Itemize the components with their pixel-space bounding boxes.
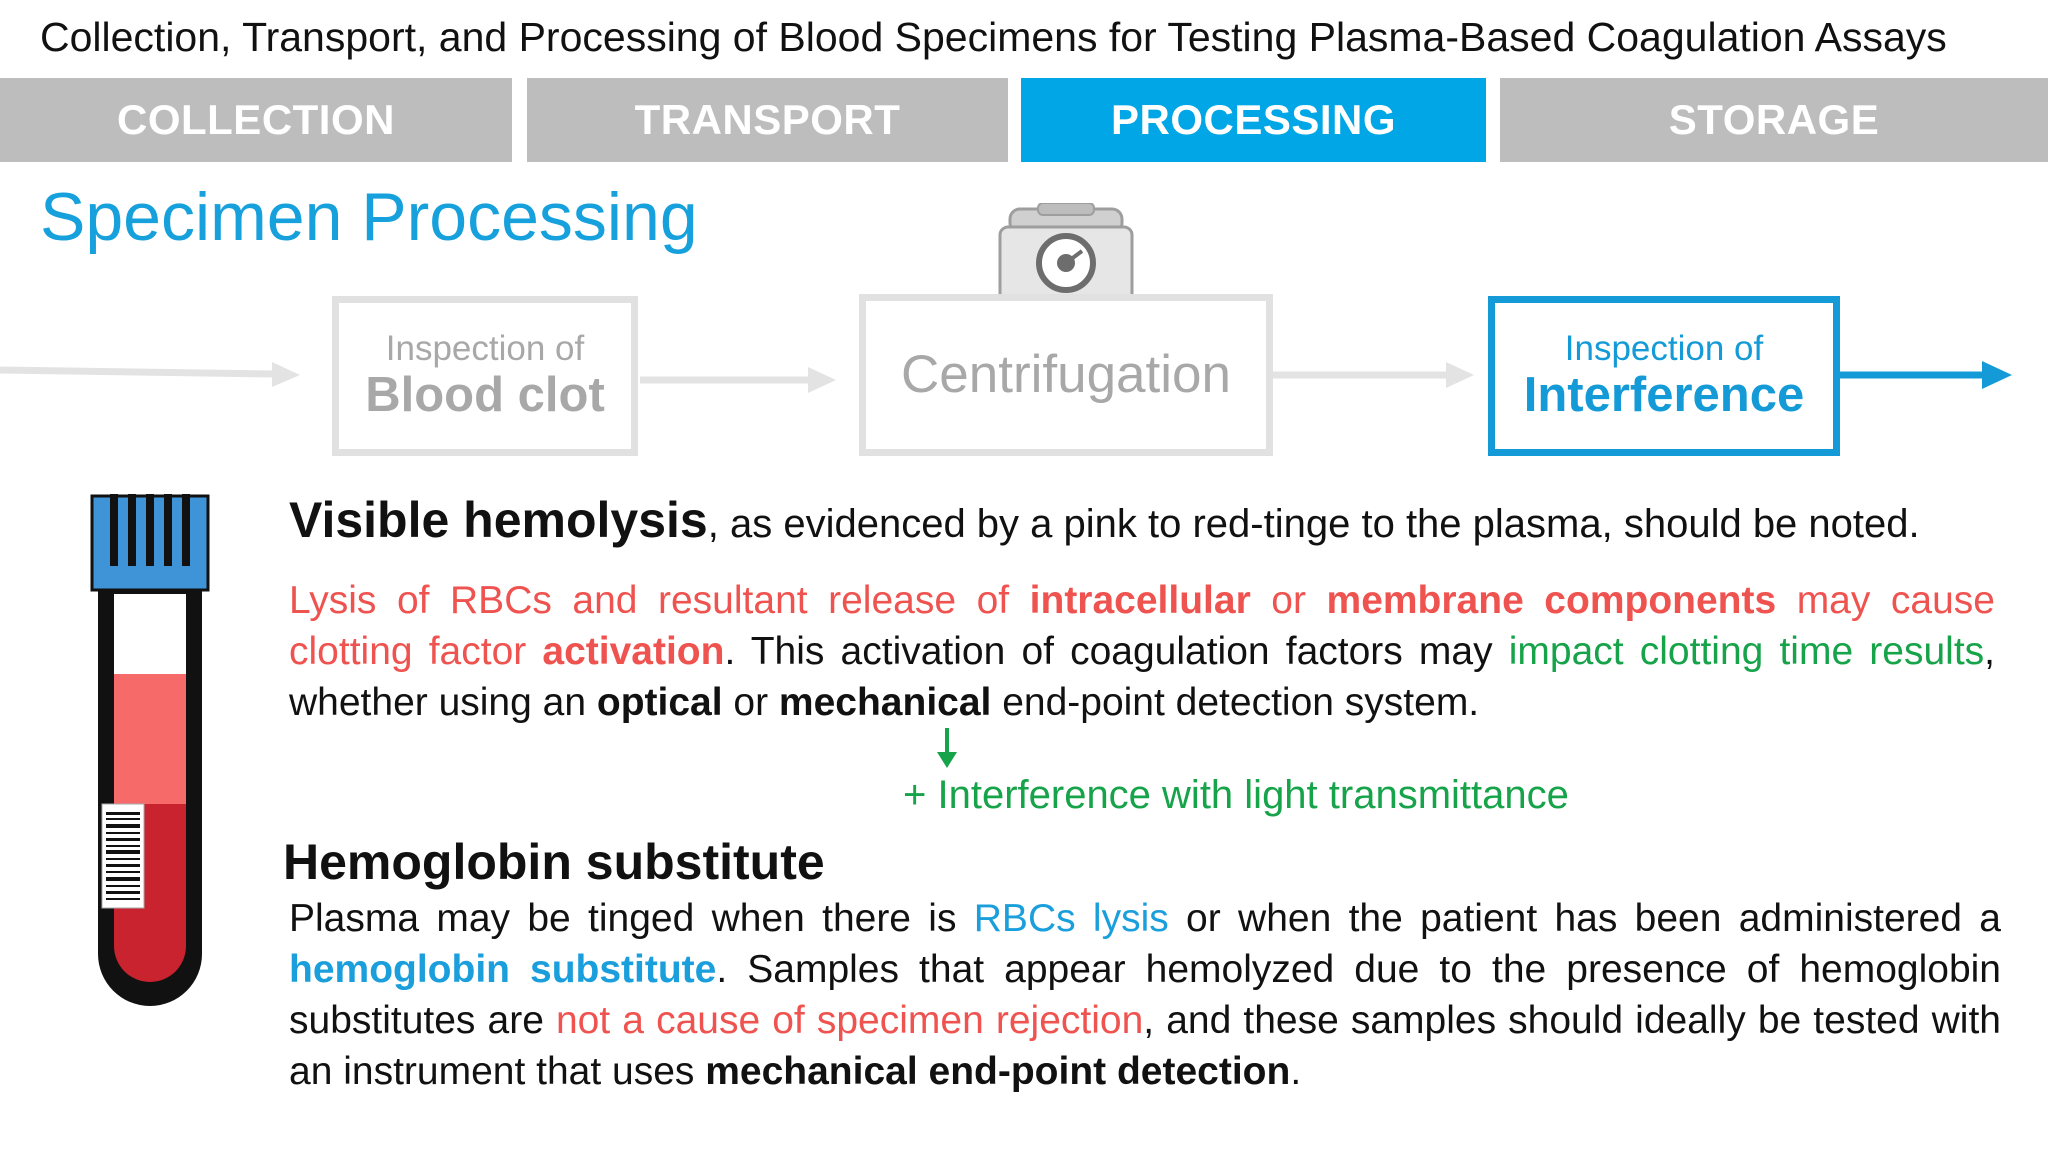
flow-step2-label: Centrifugation xyxy=(901,345,1231,404)
substitute-heading: Hemoglobin substitute xyxy=(283,834,825,890)
flow-step1-small-label: Inspection of xyxy=(385,329,585,368)
p1-impact-clotting: impact clotting time results xyxy=(1508,630,1985,673)
sub-mechanical-detection: mechanical end-point detection xyxy=(705,1050,1291,1093)
hemolysis-heading-rest: , as evidenced by a pink to red-tinge to… xyxy=(707,502,1920,546)
flow-step3-big-label: Interference xyxy=(1523,368,1805,422)
interference-note: + Interference with light transmittance xyxy=(903,773,1569,817)
section-title: Specimen Processing xyxy=(40,179,698,255)
p1-this-activation: . This activation of coagulation factors… xyxy=(724,630,1509,673)
p1-optical: optical xyxy=(596,681,723,724)
p1-mechanical: mechanical xyxy=(778,681,992,724)
arrow-step2-to-step3 xyxy=(1272,362,1474,388)
tab-processing[interactable]: PROCESSING xyxy=(1021,78,1486,162)
arrow-into-step1 xyxy=(0,362,300,387)
sub-period: . xyxy=(1290,1050,1302,1093)
p1-or-2: or xyxy=(722,681,779,724)
sub-rbcs-lysis: RBCs lysis xyxy=(973,897,1169,940)
p1-whether-using: , whether using an xyxy=(289,630,1995,724)
sub-hemoglobin-substitute: hemoglobin substitute xyxy=(289,948,717,991)
p1-lysis-text: Lysis of RBCs and resultant release of xyxy=(289,579,1030,622)
tab-collection[interactable]: COLLECTION xyxy=(0,78,512,162)
p1-membrane-components: membrane components xyxy=(1326,579,1777,622)
arrow-out-step3 xyxy=(1840,361,2012,389)
flow-step-inspection-blood-clot: Inspection of Blood clot xyxy=(332,296,638,456)
flow-step3-small-label: Inspection of xyxy=(1564,329,1764,368)
sub-not-cause: not a cause of specimen rejection xyxy=(555,999,1144,1042)
hemolysis-heading-bold: Visible hemolysis xyxy=(289,492,708,548)
blood-tube-icon xyxy=(90,494,210,1006)
down-arrow-icon xyxy=(937,728,957,768)
p1-activation: activation xyxy=(542,630,725,673)
sub-samples-appear: . Samples that appear hemolyzed due to t… xyxy=(289,948,2001,1042)
hemolysis-paragraph: Lysis of RBCs and resultant release of i… xyxy=(289,575,1995,728)
sub-or-when: or when the patient has been administere… xyxy=(1168,897,2001,940)
arrow-step1-to-step2 xyxy=(640,367,836,393)
flow-arrows xyxy=(0,361,2012,393)
flow-step-centrifugation: Centrifugation xyxy=(859,294,1273,456)
sub-plasma-text: Plasma may be tinged when there is xyxy=(289,897,974,940)
sub-ideally-tested: , and these samples should ideally be te… xyxy=(289,999,2001,1093)
p1-may-cause: may cause clotting factor xyxy=(289,579,1995,673)
flow-step-inspection-interference: Inspection of Interference xyxy=(1488,296,1840,456)
p1-endpoint: end-point detection system. xyxy=(991,681,1480,724)
tab-storage[interactable]: STORAGE xyxy=(1500,78,2048,162)
flow-step1-big-label: Blood clot xyxy=(365,368,605,422)
tab-transport[interactable]: TRANSPORT xyxy=(527,78,1008,162)
hemolysis-heading: Visible hemolysis, as evidenced by a pin… xyxy=(289,490,1920,554)
page-header-title: Collection, Transport, and Processing of… xyxy=(40,14,1947,60)
p1-or: or xyxy=(1250,579,1327,622)
substitute-paragraph: Plasma may be tinged when there is RBCs … xyxy=(289,893,2001,1097)
p1-intracellular: intracellular xyxy=(1029,579,1251,622)
